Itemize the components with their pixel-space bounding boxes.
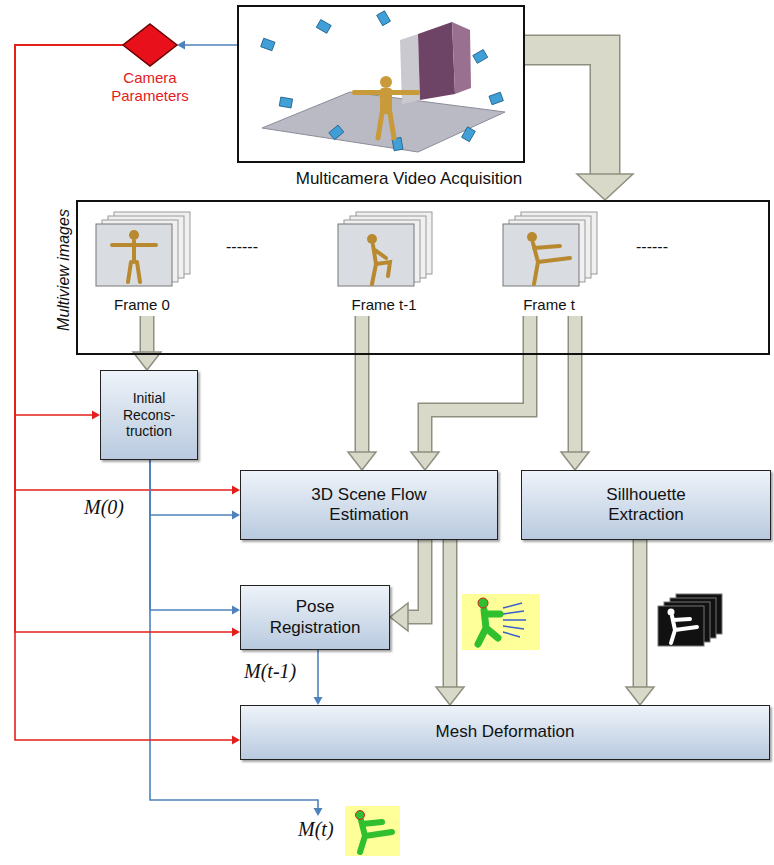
- connector: [177, 41, 237, 50]
- parameter-diamond: Camera Parameters: [123, 24, 177, 66]
- diagram-label: ------: [226, 238, 258, 256]
- flow-arrowhead: [626, 687, 654, 705]
- node-text: Initial Recons- truction: [108, 390, 190, 440]
- process-box: Sillhouette Extraction: [521, 470, 771, 540]
- connector: [561, 316, 589, 470]
- parameter-line: [15, 45, 123, 415]
- flow-arrowhead: [561, 452, 589, 470]
- node-text: Frame 0: [90, 296, 194, 314]
- node-text: Sillhouette Extraction: [571, 485, 721, 526]
- frame-stack: [96, 212, 190, 286]
- node-text: Mesh Deformation: [436, 722, 575, 742]
- flow-arrow-outline: [568, 316, 583, 453]
- output-mesh-icon: [345, 806, 400, 856]
- arrowhead: [92, 411, 100, 420]
- flow-arrow-outline: [425, 316, 530, 453]
- arrowhead: [232, 736, 240, 745]
- diagram-label: M(0): [84, 496, 124, 519]
- connector: [15, 45, 123, 420]
- flow-arrow-outline: [443, 540, 458, 688]
- connector: [411, 316, 530, 470]
- flow-arrowhead: [348, 452, 376, 470]
- process-box: 3D Scene Flow Estimation: [240, 470, 498, 540]
- acquisition-panel: Multicamera Video Acquisition: [237, 5, 525, 163]
- flow-arrow-outline: [355, 316, 370, 453]
- scene-flow-icon: [462, 594, 540, 650]
- connector: [525, 50, 633, 200]
- flow-arrow-outline: [407, 540, 425, 617]
- connector: [133, 316, 161, 370]
- connector: [436, 540, 464, 705]
- flow-arrow: [569, 316, 581, 453]
- process-box: Pose Registration: [240, 585, 390, 650]
- parameter-line: [15, 45, 233, 740]
- frame-group: Frame t-1: [332, 212, 436, 316]
- connector: [314, 650, 323, 705]
- mesh-line: [184, 44, 237, 46]
- flow-arrowhead: [577, 174, 633, 200]
- flow-arrow: [634, 540, 646, 688]
- frame-group: Frame t: [497, 212, 601, 316]
- connector: [348, 316, 376, 470]
- acquisition-scene: [261, 11, 505, 152]
- connector: [15, 45, 240, 745]
- arrowhead: [232, 606, 240, 615]
- diagram-label: M(t): [298, 818, 334, 841]
- node-text: Camera Parameters: [100, 69, 200, 105]
- flow-arrow-outline: [525, 50, 605, 175]
- connector: [15, 45, 240, 495]
- node-text: Pose Registration: [258, 597, 373, 638]
- flow-arrow: [425, 316, 530, 453]
- node-text: Multicamera Video Acquisition: [296, 169, 522, 189]
- mesh-line: [150, 460, 233, 610]
- parameter-line: [15, 45, 233, 490]
- node-text: 3D Scene Flow Estimation: [294, 485, 444, 526]
- flow-arrowhead: [436, 687, 464, 705]
- node-text: Frame t: [497, 296, 601, 314]
- diagram-label: ------: [636, 238, 668, 256]
- frame-stack: [503, 212, 597, 286]
- connector: [390, 540, 425, 631]
- process-box: Initial Recons- truction: [100, 370, 198, 460]
- connector: [150, 460, 240, 615]
- node-text: Multiview images: [54, 209, 73, 331]
- flow-arrow: [525, 50, 605, 175]
- multiview-panel: Frame 0Frame t-1Frame tMultiview images: [76, 200, 770, 355]
- flow-arrow-outline: [633, 540, 648, 688]
- flow-arrowhead: [411, 452, 439, 470]
- connector: [150, 460, 240, 520]
- mesh-line: [317, 650, 319, 698]
- parameter-line: [15, 45, 233, 632]
- arrowhead: [232, 511, 240, 520]
- silhouette-stack: [658, 594, 722, 646]
- arrowhead: [232, 628, 240, 637]
- connector: [626, 540, 654, 705]
- diamond-shape: [123, 24, 177, 66]
- diagram-label: M(t-1): [244, 660, 296, 683]
- diamond-outline: [123, 24, 177, 66]
- flow-arrow-outline: [140, 316, 155, 353]
- mesh-line: [150, 460, 233, 515]
- flow-arrow: [444, 540, 456, 688]
- frame-stack: [338, 212, 432, 286]
- frame-group: Frame 0: [90, 212, 194, 316]
- arrowhead: [314, 697, 323, 705]
- flow-arrow: [141, 316, 153, 353]
- flow-arrow: [407, 540, 425, 617]
- process-box: Mesh Deformation: [240, 705, 770, 760]
- flow-arrowhead: [390, 603, 408, 631]
- connector: [15, 45, 240, 637]
- node-text: Frame t-1: [332, 296, 436, 314]
- flow-arrow: [356, 316, 368, 453]
- arrowhead: [232, 486, 240, 495]
